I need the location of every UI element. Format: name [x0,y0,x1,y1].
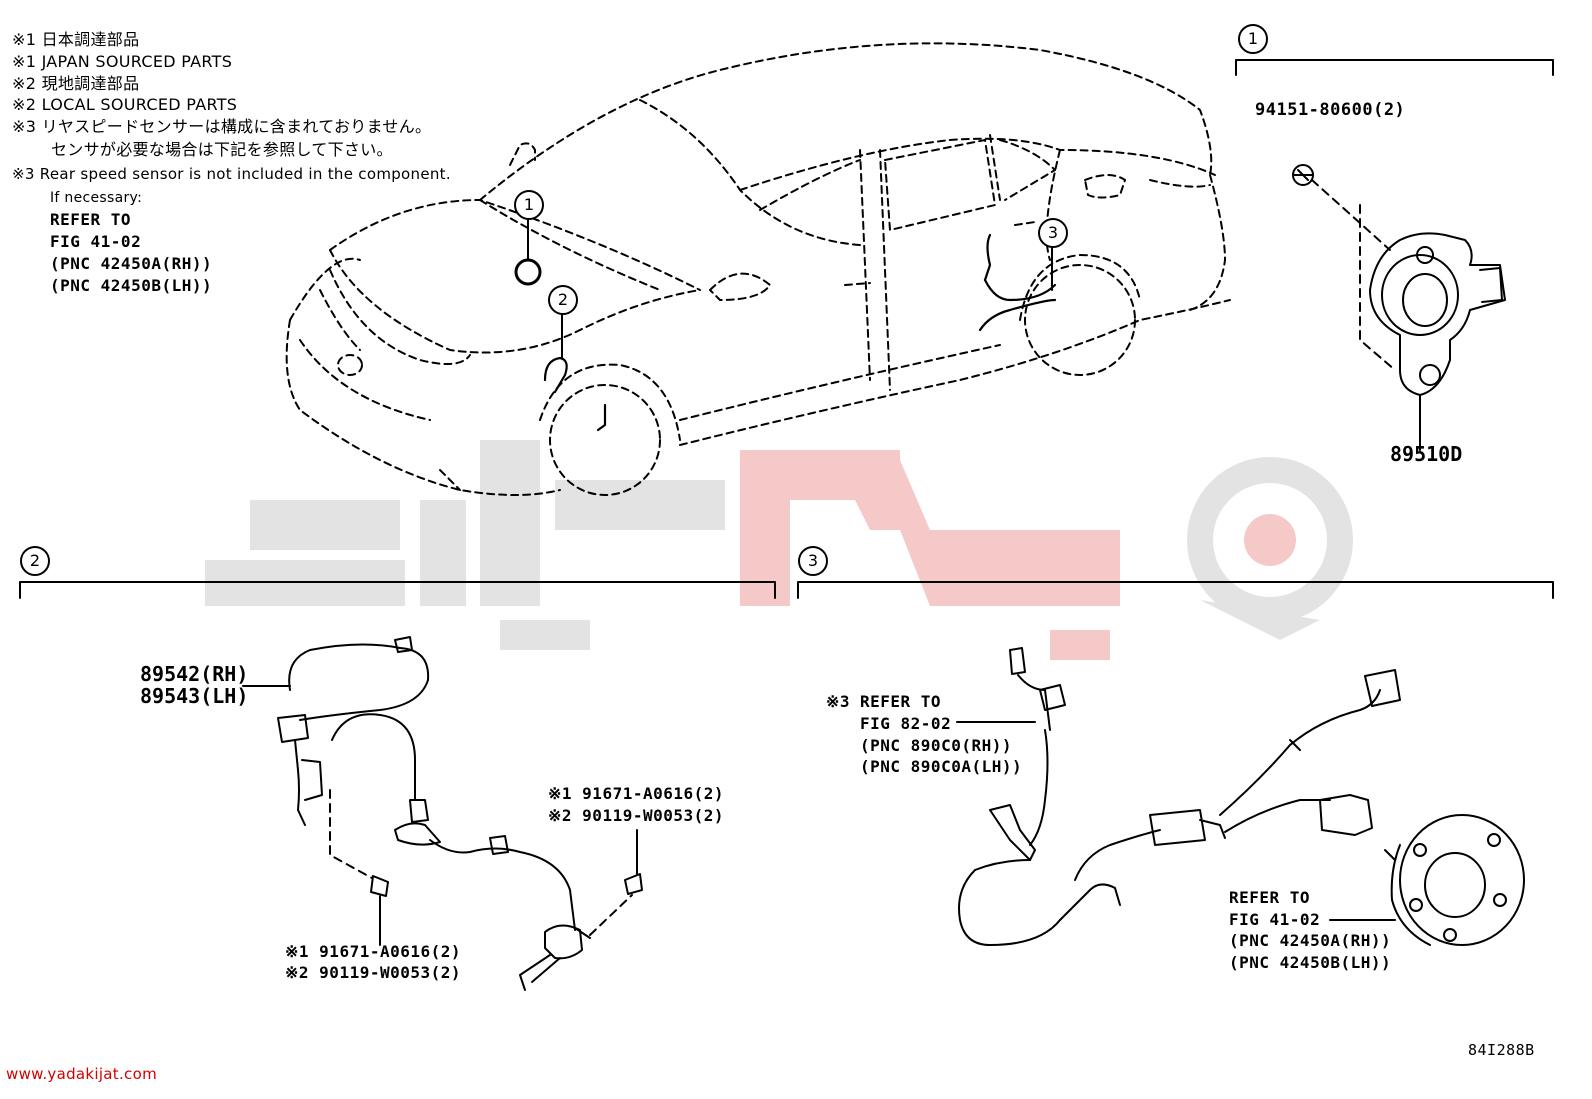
sensor-89510D-drawing [1292,164,1506,451]
note-refer-to: REFER TO [50,210,132,229]
section3-ref1-refer-to: REFER TO [860,692,942,711]
section3-ref1-pnc-lh: (PNC 890C0A(LH)) [860,757,1023,776]
section3-ref2-pnc-lh: (PNC 42450B(LH)) [1229,953,1392,972]
note-refer-fig: FIG 41-02 [50,232,142,251]
section2-bolt-a-jp[interactable]: ※1 91671-A0616(2) [548,784,725,803]
section2-bolt-b-local[interactable]: ※2 90119-W0053(2) [285,963,462,982]
note-2-en: ※2 LOCAL SOURCED PARTS [12,95,238,114]
callout-1: 1 [514,190,544,220]
section1-sensor-part[interactable]: 89510D [1390,442,1463,466]
section2-bolt-b-jp[interactable]: ※1 91671-A0616(2) [285,942,462,961]
site-url[interactable]: www.yadakijat.com [6,1065,157,1083]
section3-ref2-refer-to: REFER TO [1229,888,1311,907]
note-1-jp: ※1 日本調達部品 [12,30,140,49]
rear-harness-drawing [956,647,1401,946]
section2-part-rh[interactable]: 89542(RH) [140,662,249,686]
car-sensor-wires [543,233,1057,432]
diagram-code: 84I288B [1468,1041,1535,1059]
note-if-necessary: If necessary: [50,190,143,206]
section2-bracket [19,581,776,599]
section3-number: 3 [798,546,828,576]
callout-3: 3 [1038,218,1068,248]
section2-bolt-a-local[interactable]: ※2 90119-W0053(2) [548,806,725,825]
note-3-jp-line1: ※3 リヤスピードセンサーは構成に含まれておりません。 [12,117,432,136]
rear-hub-drawing [1329,814,1525,946]
section3-ref2-pnc-rh: (PNC 42450A(RH)) [1229,931,1392,950]
note-refer-pnc-lh: (PNC 42450B(LH)) [50,276,213,295]
section1-nut-part[interactable]: 94151-80600(2) [1255,100,1406,120]
section1-number: 1 [1238,24,1268,54]
car-body [285,42,1231,496]
section2-number: 2 [20,546,50,576]
section3-ref2-fig[interactable]: FIG 41-02 [1229,910,1321,929]
section3-ref-mark: ※3 [826,692,851,711]
note-refer-pnc-rh: (PNC 42450A(RH)) [50,254,213,273]
callout-1-marker [514,258,542,286]
section3-bracket [797,581,1554,599]
section3-ref1-fig[interactable]: FIG 82-02 [860,714,952,733]
note-1-en: ※1 JAPAN SOURCED PARTS [12,52,233,71]
section2-part-lh[interactable]: 89543(LH) [140,684,249,708]
note-3-jp-line2: センサが必要な場合は下記を参照して下さい。 [51,140,393,159]
note-2-jp: ※2 現地調達部品 [12,74,140,93]
callout-2: 2 [548,285,578,315]
note-3-en: ※3 Rear speed sensor is not included in … [12,165,451,183]
section3-ref1-pnc-rh: (PNC 890C0(RH)) [860,736,1012,755]
sensor-89542-drawing [242,636,643,991]
section1-bracket [1235,59,1554,76]
